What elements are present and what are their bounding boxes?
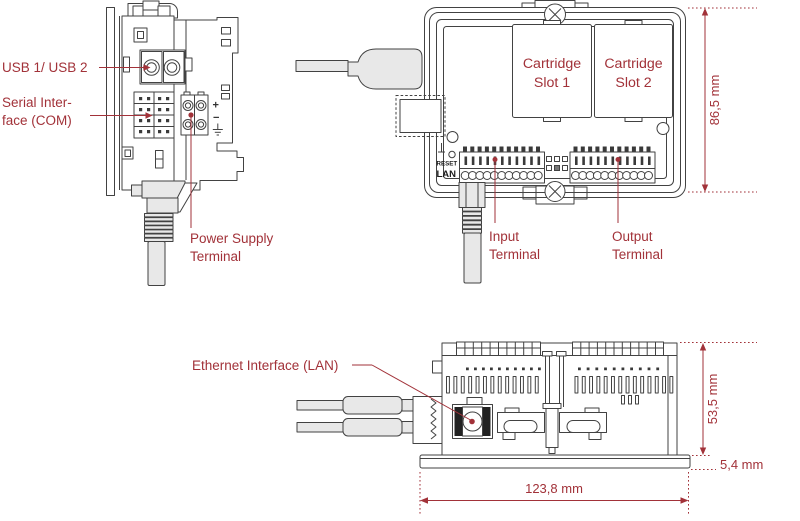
din-rail-clip — [497, 403, 607, 454]
led-dot-row-left — [466, 367, 541, 371]
usb-label: USB 1/ USB 2 — [2, 60, 88, 75]
cartridge2-label-line1: Cartridge — [604, 56, 662, 72]
width-value: 123,8 mm — [525, 481, 583, 496]
cartridge1-label-line2: Slot 1 — [534, 75, 570, 91]
input-terminal-block — [459, 146, 545, 184]
lan-cable-rear — [458, 182, 486, 284]
side-vent — [123, 56, 130, 73]
side-view: + − USB 1/ USB 2 Serial Inter- face (COM… — [2, 0, 274, 286]
power-leader-dot — [188, 112, 194, 118]
output-terminal-block — [569, 146, 656, 184]
ethernet-leader-dot — [469, 418, 475, 425]
dip-switches — [546, 156, 568, 171]
input-label-line1: Input — [489, 229, 519, 244]
bottom-height-dimension: 53,5 mm — [680, 342, 757, 456]
input-leader-dot — [492, 157, 498, 162]
rear-view-callouts: Input Terminal Output Terminal — [489, 157, 663, 262]
mounting-hole-left — [446, 131, 459, 143]
cartridge-slot-2: Cartridge Slot 2 — [594, 20, 673, 122]
rear-height-dimension: 86,5 mm — [688, 7, 757, 193]
serial-leader-arrow — [145, 112, 153, 119]
usb-cables-bottom — [296, 396, 443, 444]
usb-cable-top — [295, 48, 423, 90]
bottom-view: Ethernet Interface (LAN) 53,5 mm 5,4 mm … — [192, 341, 763, 516]
cable-shaft — [147, 241, 166, 286]
bezel-value: 5,4 mm — [720, 457, 763, 472]
plus-symbol: + — [213, 100, 219, 112]
rear-height-value: 86,5 mm — [707, 75, 722, 126]
output-label-line1: Output — [612, 229, 653, 244]
vent-slots-right — [574, 376, 674, 394]
screw-top — [544, 3, 566, 26]
power-label-line2: Terminal — [190, 249, 241, 264]
output-terminal-edge — [572, 341, 664, 356]
bottom-height-value: 53,5 mm — [705, 374, 720, 425]
front-bezel — [106, 7, 115, 196]
serial-label-line2: face (COM) — [2, 113, 72, 128]
panel-mount-clamp — [127, 0, 179, 19]
reset-button — [448, 150, 456, 159]
side-view-callouts: USB 1/ USB 2 Serial Inter- face (COM) Po… — [2, 60, 274, 264]
power-supply-terminal — [180, 91, 209, 136]
usb-leader-arrow — [143, 64, 151, 71]
ethernet-label: Ethernet Interface (LAN) — [192, 358, 338, 373]
width-dimension: 123,8 mm — [419, 472, 689, 516]
cartridge2-label-line2: Slot 2 — [615, 75, 651, 91]
rear-view: Cartridge Slot 1 Cartridge Slot 2 RESET … — [295, 0, 757, 284]
output-label-line2: Terminal — [612, 247, 663, 262]
mounting-tab-bottom — [522, 181, 588, 205]
ground-icon — [212, 123, 223, 136]
cartridge-slot-1: Cartridge Slot 1 — [512, 20, 592, 122]
input-terminal-edge — [456, 341, 541, 356]
cartridge1-label-line1: Cartridge — [523, 56, 581, 72]
mounting-hole-right — [656, 122, 670, 135]
output-leader-dot — [615, 157, 621, 162]
cable-strain-relief — [144, 213, 174, 242]
lan-cable-side — [131, 180, 198, 286]
front-bezel-edge — [419, 454, 691, 469]
serial-label-line1: Serial Inter- — [2, 95, 72, 110]
vent-slots-left — [446, 376, 539, 394]
bottom-view-callouts: Ethernet Interface (LAN) — [192, 358, 475, 425]
bezel-dimension: 5,4 mm — [691, 457, 763, 472]
lan-label: LAN — [437, 169, 457, 180]
usb2-port — [163, 59, 181, 76]
input-label-line2: Terminal — [489, 247, 540, 262]
power-label-line1: Power Supply — [190, 231, 274, 246]
reset-label: RESET — [437, 161, 458, 168]
terminal-plug-left — [395, 95, 446, 137]
minus-symbol: − — [213, 112, 219, 124]
